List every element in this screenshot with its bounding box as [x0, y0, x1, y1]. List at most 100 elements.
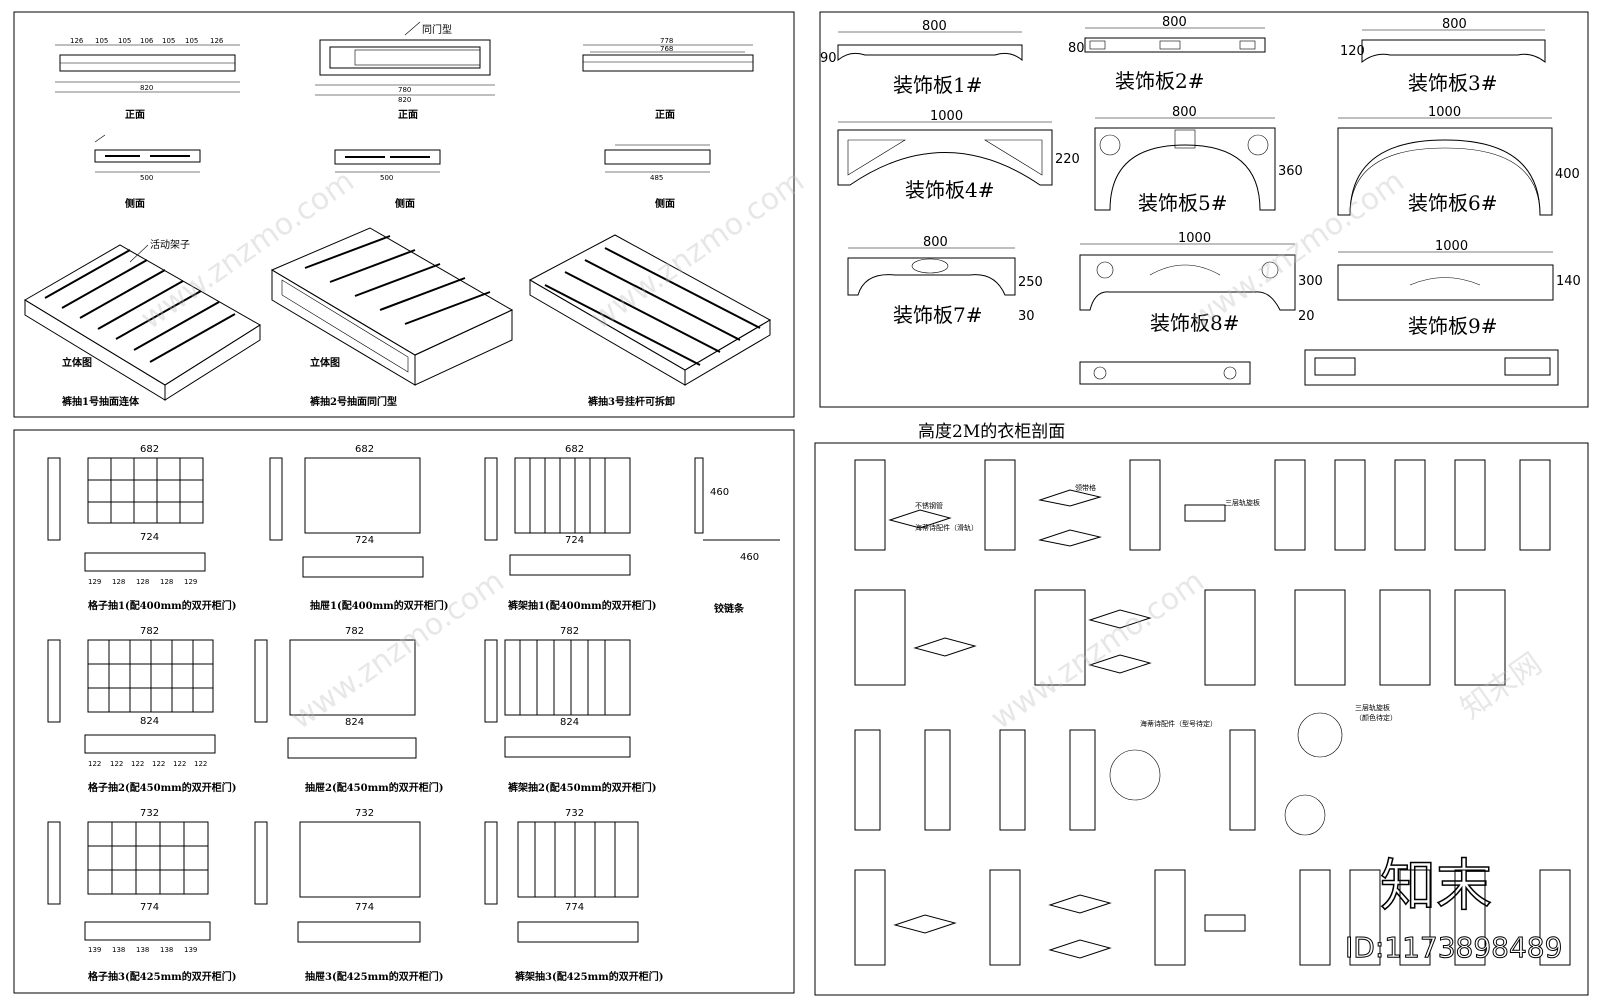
note: 海蒂诗配件（滑轨）: [915, 523, 978, 532]
insert-caption: 抽屉1(配400mm的双开柜门): [310, 599, 448, 612]
board-width: 1000: [1435, 239, 1468, 254]
insert-caption: 格子抽1(配400mm的双开柜门): [88, 599, 236, 612]
board-height: 400: [1555, 167, 1580, 182]
board-label: 装饰板6#: [1408, 191, 1497, 215]
dim-label: 732: [565, 808, 584, 819]
insert-caption: 格子抽2(配450mm的双开柜门): [88, 781, 236, 794]
board-height: 80: [1068, 41, 1085, 56]
shelf-drawer-1: 682 724 抽屉1(配400mm的双开柜门): [269, 444, 448, 612]
note: 三层轨旋板: [1355, 703, 1390, 712]
drawer3-front-elevation: 778 768 正面: [582, 37, 754, 121]
drawer3-isometric: 裤抽3号挂杆可拆卸: [528, 234, 772, 408]
insert-caption: 抽屉2(配450mm的双开柜门): [305, 781, 443, 794]
dim-label: 820: [398, 96, 411, 104]
dim-label: 782: [345, 626, 364, 637]
drawer3-side-view: 485 侧面: [604, 144, 711, 210]
dim-label: 774: [355, 902, 374, 913]
drawer2-isometric: 立体图 裤抽2号抽面同门型: [270, 227, 514, 408]
dim-label: 460: [740, 552, 759, 563]
dim-label: 129: [88, 578, 101, 586]
panel-wardrobe-frame: [814, 442, 1589, 996]
dim-label: 682: [140, 444, 159, 455]
rack-drawer-2: 782 824 裤架抽2(配450mm的双开柜门): [484, 626, 656, 794]
dim-label: 500: [140, 174, 153, 182]
dim-label: 782: [140, 626, 159, 637]
insert-caption: 裤架抽1(配400mm的双开柜门): [508, 599, 656, 612]
dim-label: 128: [136, 578, 149, 586]
board-5: 800 360 装饰板5#: [1094, 105, 1303, 215]
insert-caption: 抽屉3(配425mm的双开柜门): [305, 970, 443, 983]
dim-label: 122: [110, 760, 123, 768]
grid-drawer-3: 732 774 139 138 138 138 139 格子抽3(配425mm的…: [47, 808, 236, 983]
panel-drawers-frame: [13, 11, 795, 418]
hinge-strip: 460 460 铰链条: [694, 457, 780, 615]
dim-label: 138: [136, 946, 149, 954]
board-7: 800 250 30 装饰板7#: [847, 235, 1043, 327]
dim-label: 500: [380, 174, 393, 182]
board-height: 120: [1340, 44, 1365, 59]
wardrobe-row-4: [854, 869, 1571, 966]
dim-label: 780: [398, 86, 411, 94]
drawer-caption: 裤抽2号抽面同门型: [310, 395, 397, 408]
wardrobe-row-2: [854, 589, 1506, 686]
drawer-caption: 裤抽3号挂杆可拆卸: [588, 395, 675, 408]
board-label: 装饰板3#: [1408, 71, 1497, 95]
view-label: 正面: [655, 109, 675, 121]
note: （颜色待定）: [1355, 713, 1397, 722]
dim-label: 774: [565, 902, 584, 913]
view-label: 侧面: [125, 197, 145, 210]
rack-drawer-3: 732 774 裤架抽3(配425mm的双开柜门): [484, 808, 663, 983]
dim-label: 139: [184, 946, 197, 954]
board-3: 800 120 装饰板3#: [1340, 17, 1546, 95]
callout-door-type: 同门型: [422, 23, 452, 36]
dim-label: 122: [173, 760, 186, 768]
dim-label: 724: [355, 535, 374, 546]
view-label: 立体图: [310, 356, 340, 369]
svg-text:www.znzmo.com: www.znzmo.com: [285, 564, 511, 737]
note: 海蒂诗配件（型号待定）: [1140, 719, 1217, 728]
grid-drawer-1: 682 724 129 128 128 128 129 格子抽1(配400mm的…: [47, 444, 236, 612]
view-label: 立体图: [62, 356, 92, 369]
dim-label: 682: [355, 444, 374, 455]
dim-label: 122: [152, 760, 165, 768]
svg-text:知末: 知末: [1380, 854, 1492, 919]
board-height: 20: [1298, 309, 1315, 324]
dim-label: 122: [88, 760, 101, 768]
board-width: 800: [923, 235, 948, 250]
dim-label: 105: [95, 37, 108, 45]
hinge-label: 铰链条: [714, 602, 745, 615]
dim-label: 778: [660, 37, 673, 45]
drawer1-front-elevation: 126 105 105 106 105 105 126 820 正面: [55, 37, 240, 121]
dim-label: 724: [140, 532, 159, 543]
board-width: 1000: [1428, 105, 1461, 120]
wardrobe-row-1: 不锈钢管 海蒂诗配件（滑轨） 领带格 三层轨旋板: [854, 459, 1551, 551]
board-width: 800: [1162, 15, 1187, 30]
insert-caption: 裤架抽2(配450mm的双开柜门): [508, 781, 656, 794]
dim-label: 782: [560, 626, 579, 637]
view-label: 侧面: [395, 197, 415, 210]
insert-caption: 格子抽3(配425mm的双开柜门): [88, 970, 236, 983]
dim-label: 824: [560, 717, 579, 728]
board-width: 1000: [930, 109, 963, 124]
grid-drawer-2: 782 824 122 122 122 122 122 122 格子抽2(配45…: [47, 626, 236, 794]
drawer2-side-view: 500 侧面: [334, 149, 441, 210]
note: 三层轨旋板: [1225, 498, 1260, 507]
dim-label: 724: [565, 535, 584, 546]
callout-rack: 活动架子: [150, 239, 190, 251]
shelf-drawer-2: 782 824 抽屉2(配450mm的双开柜门): [254, 626, 443, 794]
dim-label: 485: [650, 174, 663, 182]
drawer2-front-elevation: 同门型 780 820 正面: [315, 21, 495, 121]
board-width: 800: [1172, 105, 1197, 120]
board-9: 1000 140 装饰板9#: [1304, 239, 1581, 386]
svg-text:ID:1173898489: ID:1173898489: [1345, 931, 1562, 964]
board-2: 800 80 装饰板2#: [1068, 15, 1266, 93]
svg-text:www.znzmo.com: www.znzmo.com: [585, 164, 811, 337]
view-label: 正面: [398, 109, 418, 121]
dim-label: 105: [118, 37, 131, 45]
rack-drawer-1: 682 724 裤架抽1(配400mm的双开柜门): [484, 444, 656, 612]
dim-label: 128: [160, 578, 173, 586]
board-width: 800: [1442, 17, 1467, 32]
dim-label: 824: [345, 717, 364, 728]
svg-text:知末网: 知末网: [1455, 646, 1549, 726]
dim-label: 774: [140, 902, 159, 913]
